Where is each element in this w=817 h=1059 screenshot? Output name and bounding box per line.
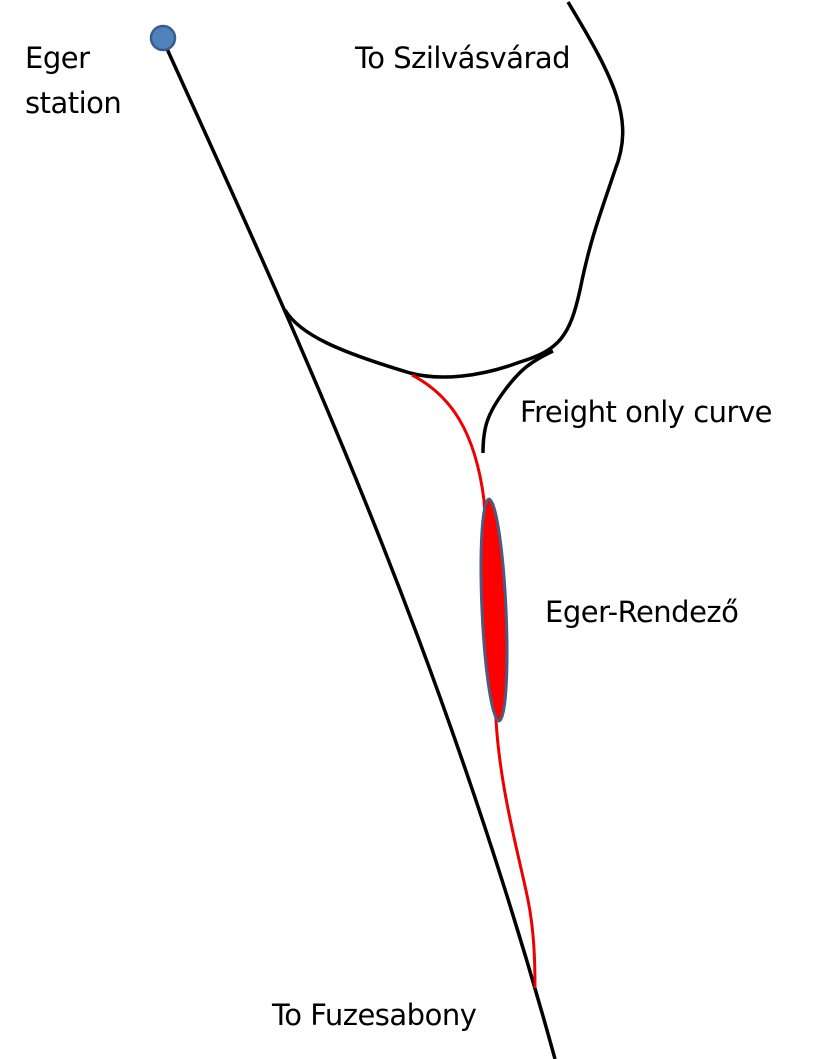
yard-label: Eger-Rendező (545, 595, 739, 629)
to-szilvasvarad-label: To Szilvásvárad (355, 41, 571, 75)
yard-ellipse (479, 497, 509, 723)
eger-station-label: Eger (25, 41, 90, 75)
eger-station-marker (149, 24, 177, 52)
line-to-szilvasvarad (283, 1, 625, 379)
freight-curve-label: Freight only curve (520, 395, 772, 429)
freight-only-curve (481, 349, 554, 454)
yard-line (411, 373, 537, 989)
eger-station-label-line2: station (25, 86, 122, 120)
to-fuzesabony-label: To Fuzesabony (272, 998, 477, 1032)
main-line-eger-fuzesabony (161, 39, 557, 1059)
